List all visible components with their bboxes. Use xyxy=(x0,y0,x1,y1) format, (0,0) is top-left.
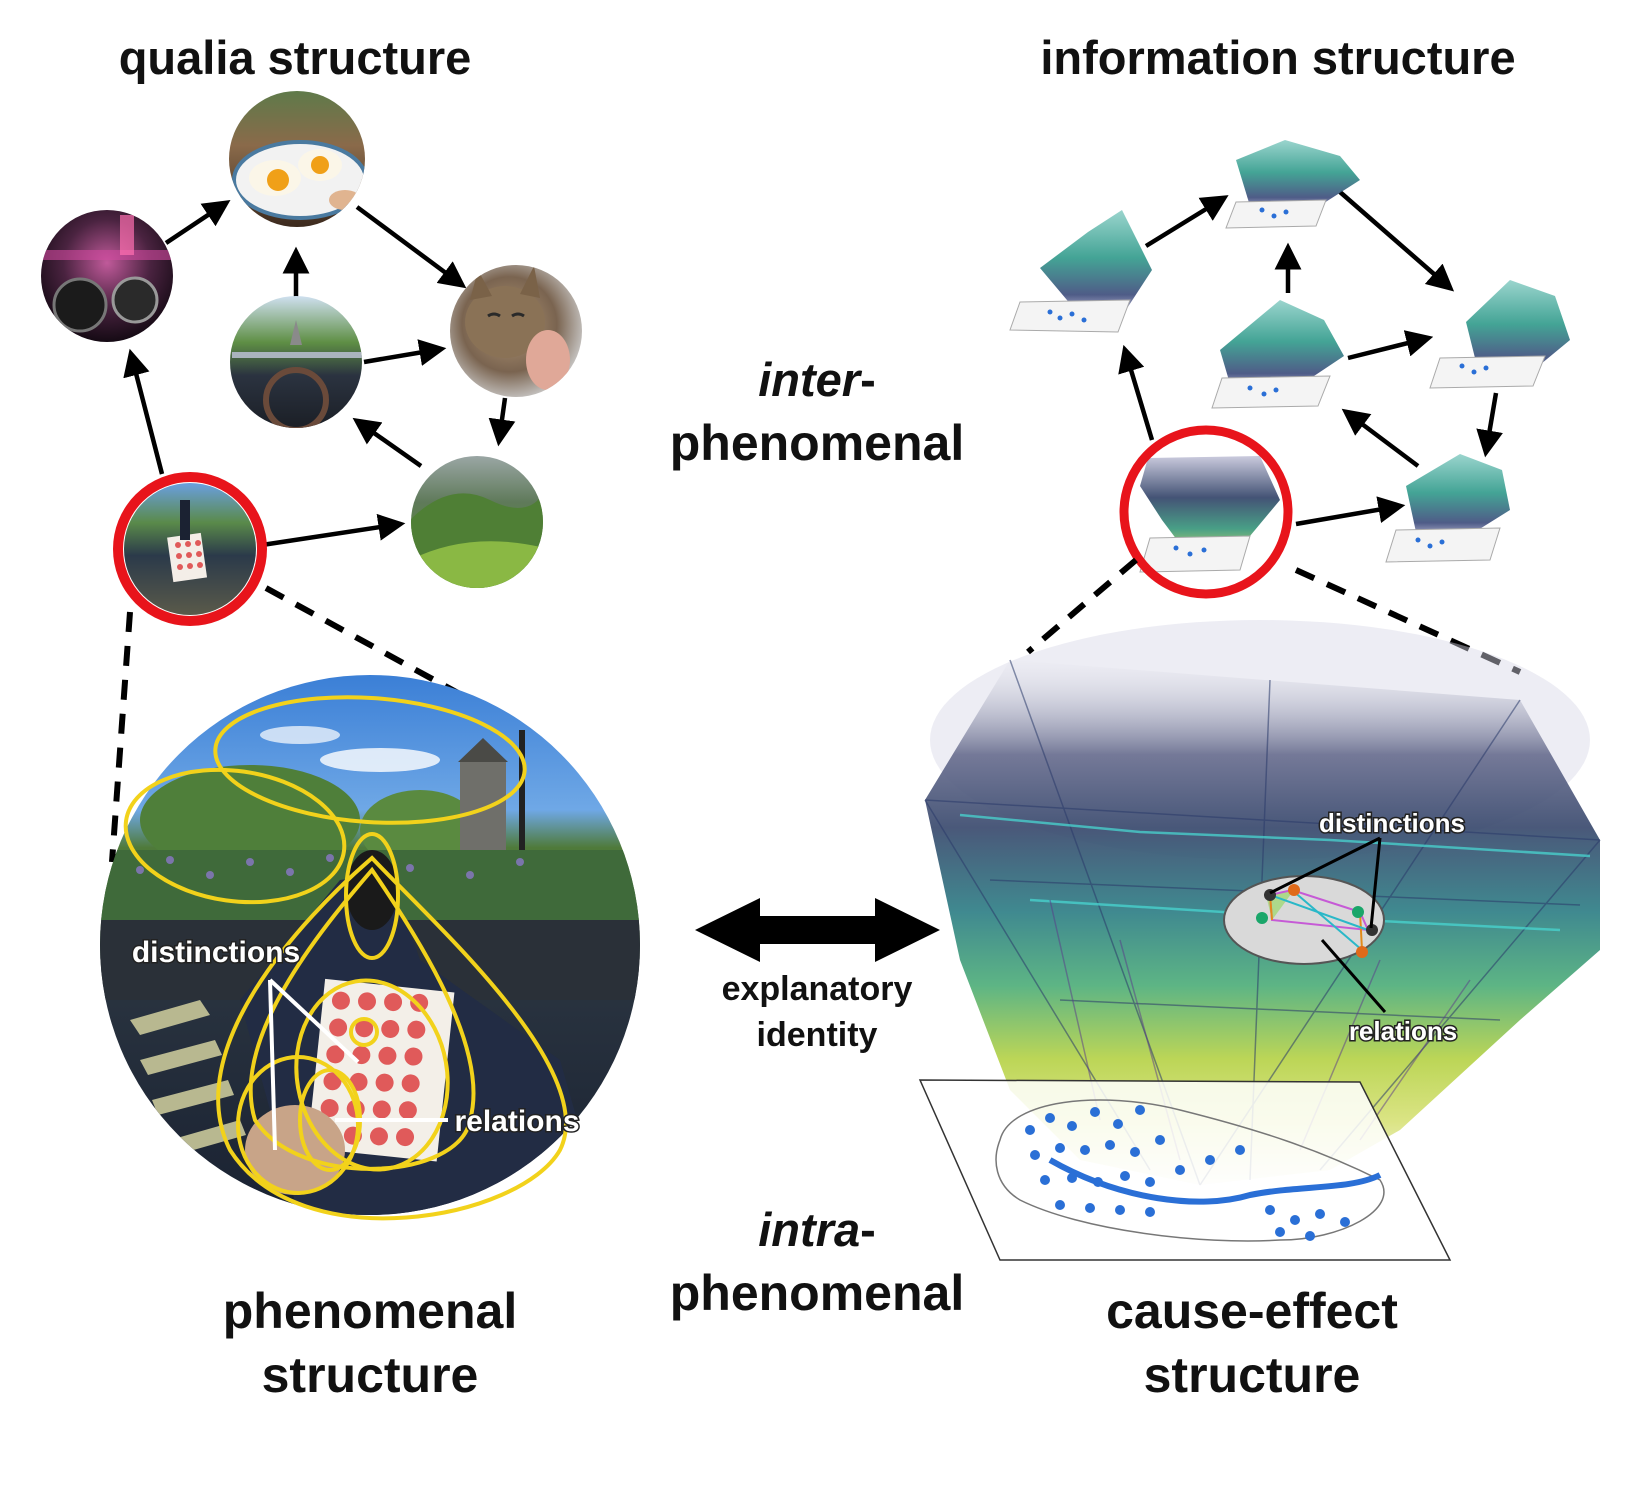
ces-node-e xyxy=(1385,454,1510,563)
cause-effect-structure-image: distinctions relations xyxy=(918,620,1601,1261)
information-structure-title: information structure xyxy=(1040,31,1515,84)
right-relations-label: relations xyxy=(1349,1016,1457,1046)
left-annotation-lines xyxy=(268,978,448,1151)
inter-phenomenal-line2: phenomenal xyxy=(670,415,964,471)
right-distinctions-label: distinctions xyxy=(1319,808,1465,838)
cause-effect-title-line1: cause-effect xyxy=(1106,1283,1398,1339)
qualia-node-cat xyxy=(450,265,582,397)
explanatory-label: explanatory xyxy=(722,970,913,1008)
qualia-network-arrows xyxy=(123,200,516,548)
inter-phenomenal-line1: inter- xyxy=(758,353,876,406)
left-distinctions-label: distinctions xyxy=(132,936,300,969)
right-annotation-lines xyxy=(1269,836,1387,1013)
ces-node-b xyxy=(1225,140,1360,229)
ces-node-highlighted xyxy=(1119,425,1293,599)
distinction-ellipses xyxy=(123,695,568,1221)
highlight-ring-right xyxy=(1119,425,1293,599)
intra-phenomenal-line2: phenomenal xyxy=(670,1265,964,1321)
highlight-ring-left xyxy=(113,472,267,626)
ces-node-c xyxy=(1211,300,1344,409)
left-relations-label: relations xyxy=(454,1105,579,1138)
information-network-arrows xyxy=(1118,190,1503,527)
identity-label: identity xyxy=(757,1016,878,1054)
neuron-dots xyxy=(1025,1105,1350,1241)
qualia-node-club xyxy=(41,210,173,342)
phenomenal-structure-image: distinctions relations xyxy=(100,675,640,1221)
intra-phenomenal-line1: intra- xyxy=(758,1203,876,1256)
qualia-node-terrace xyxy=(113,472,267,626)
phenomenal-structure-title-line1: phenomenal xyxy=(223,1283,517,1339)
explanatory-identity-arrow xyxy=(695,898,940,962)
qualia-node-car xyxy=(230,296,362,428)
cause-effect-title-line2: structure xyxy=(1144,1347,1361,1403)
ces-node-d xyxy=(1429,280,1570,389)
phenomenal-structure-title-line2: structure xyxy=(262,1347,479,1403)
qualia-structure-title: qualia structure xyxy=(119,31,472,84)
ces-node-a xyxy=(1009,210,1152,333)
qualia-node-hills xyxy=(411,456,543,588)
qualia-node-eggs xyxy=(229,91,365,227)
zoom-lines-right xyxy=(1026,557,1522,675)
